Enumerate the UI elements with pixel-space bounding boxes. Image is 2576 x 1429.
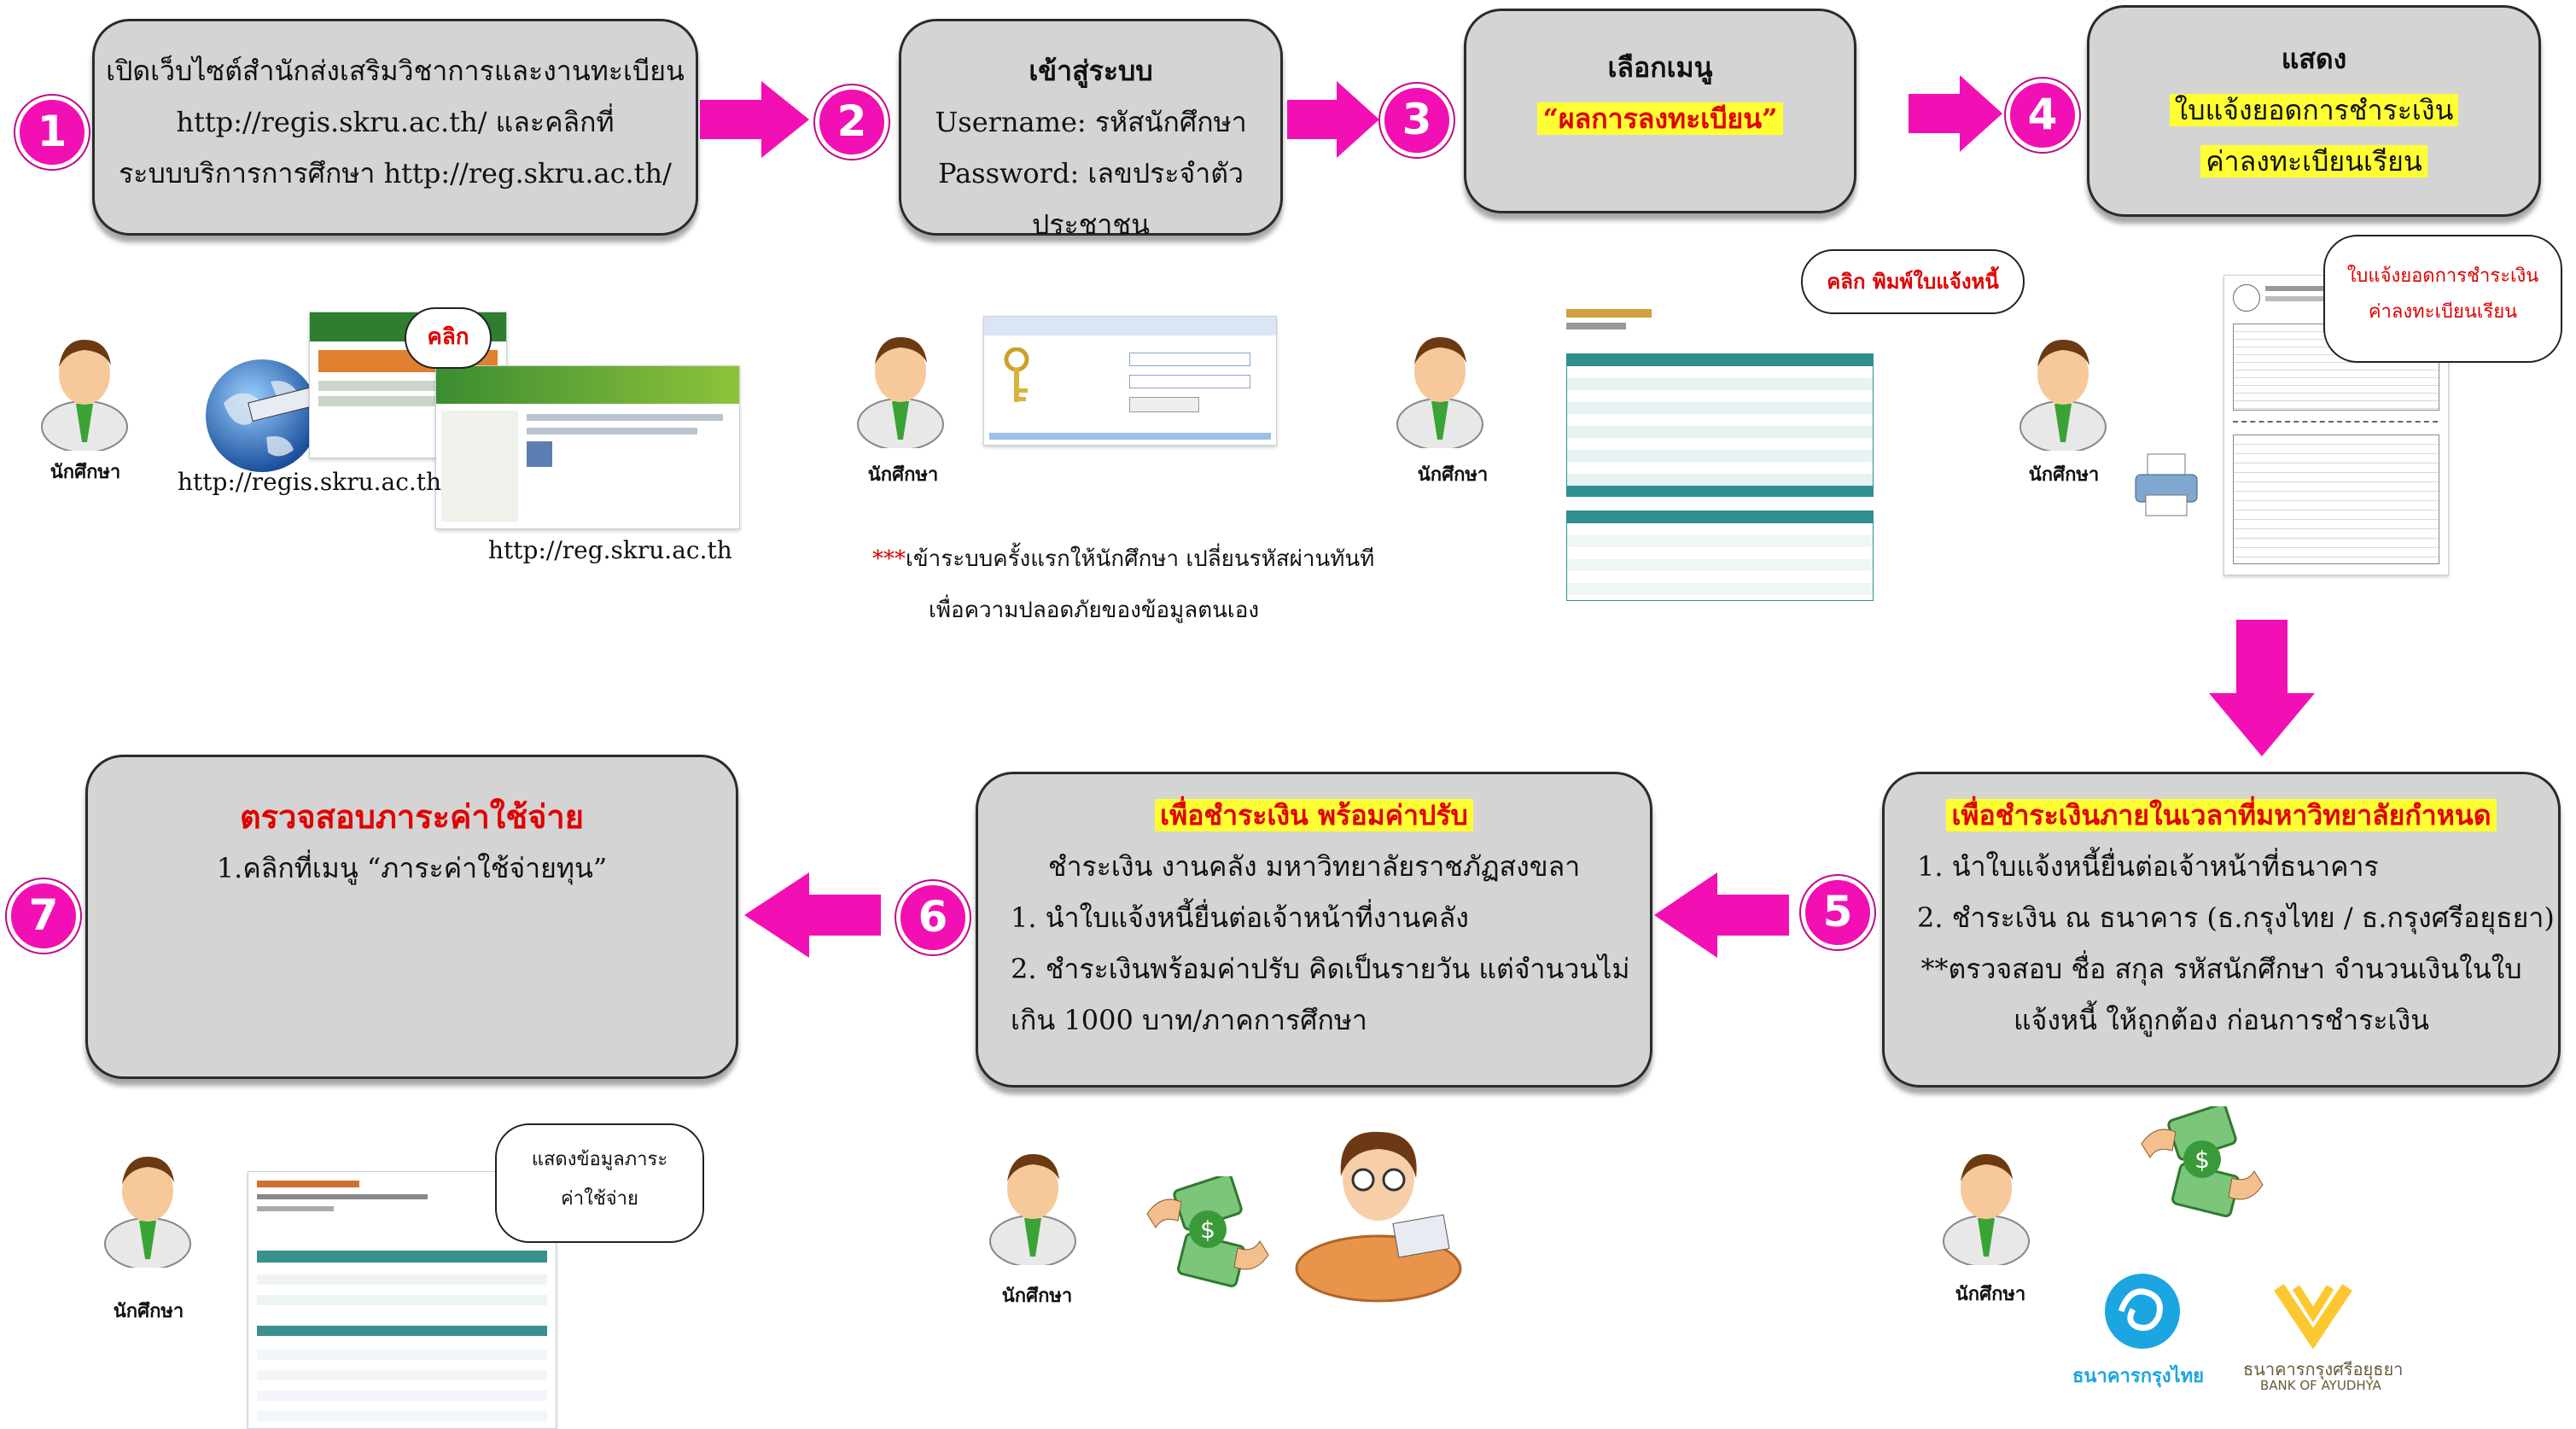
student-icon-7 xyxy=(104,1157,191,1268)
student-label-2: นักศึกษา xyxy=(867,464,939,486)
step4-highlight2: ค่าลงทะเบียนเรียน xyxy=(2200,145,2427,178)
step6-line1: ชำระเงิน งานคลัง มหาวิทยาลัยราชภัฏสงขลา xyxy=(1047,850,1581,883)
student-label-3: นักศึกษา xyxy=(1417,464,1489,486)
step2-number: 2 xyxy=(815,85,889,159)
student-icon-2 xyxy=(857,337,944,448)
step3-box: เลือกเมนู “ผลการลงทะเบียน” xyxy=(1464,9,1856,213)
regis-url-caption: http://regis.skru.ac.th xyxy=(178,468,442,496)
student-icon-5 xyxy=(1943,1154,2030,1265)
student-label-5: นักศึกษา xyxy=(1955,1283,2026,1305)
printer-icon xyxy=(2135,453,2198,516)
step4-box: แสดง ใบแจ้งยอดการชำระเงิน ค่าลงทะเบียนเร… xyxy=(2087,5,2541,217)
step1-line2: http://regis.skru.ac.th/ และคลิกที่ xyxy=(176,106,615,138)
student-icon-4 xyxy=(2019,340,2107,451)
student-icon-6 xyxy=(989,1154,1076,1265)
step6-number: 6 xyxy=(896,881,970,954)
step5-number: 5 xyxy=(1801,876,1874,949)
step6-line2: 1. นำใบแจ้งหนี้ยื่นต่อเจ้าหน้าที่งานคลัง xyxy=(1011,901,1469,934)
reg-url-caption: http://reg.skru.ac.th xyxy=(488,536,732,564)
arrow-4-to-5 xyxy=(2209,620,2315,756)
cashier-icon xyxy=(1295,1131,1462,1303)
step1-line1: เปิดเว็บไซต์สำนักส่งเสริมวิชาการและงานทะ… xyxy=(106,55,685,87)
arrow-1-to-2 xyxy=(700,81,809,158)
globe-icon xyxy=(206,359,320,472)
bay-name-en: BANK OF AYUDHYA xyxy=(2260,1378,2381,1393)
reg-website-screenshot xyxy=(435,365,740,529)
callout-print-invoice: คลิก พิมพ์ใบแจ้งหนี้ xyxy=(1801,249,2025,314)
step6-line3: 2. ชำระเงินพร้อมค่าปรับ คิดเป็นรายวัน แต… xyxy=(1011,953,1630,985)
bay-logo-icon xyxy=(2274,1284,2352,1350)
svg-text:$: $ xyxy=(2194,1146,2210,1174)
arrow-6-to-7 xyxy=(744,872,881,958)
callout-invoice-line1: ใบแจ้งยอดการชำระเงิน xyxy=(2346,265,2539,287)
arrow-2-to-3 xyxy=(1287,81,1379,158)
step5-highlight: เพื่อชำระเงินภายในเวลาที่มหาวิทยาลัยกำหน… xyxy=(1946,799,2497,831)
step5-box: เพื่อชำระเงินภายในเวลาที่มหาวิทยาลัยกำหน… xyxy=(1882,772,2561,1088)
step2-title: เข้าสู่ระบบ xyxy=(1029,55,1153,87)
step2-box: เข้าสู่ระบบ Username: รหัสนักศึกษา Passw… xyxy=(899,19,1283,241)
step2-password: Password: เลขประจำตัวประชาชน xyxy=(938,157,1244,241)
step7-line1: 1.คลิกที่เมนู “ภาระค่าใช้จ่ายทุน” xyxy=(216,852,608,884)
step4-highlight1: ใบแจ้งยอดการชำระเงิน xyxy=(2169,94,2459,126)
student-label-6: นักศึกษา xyxy=(1001,1285,1073,1307)
step6-highlight: เพื่อชำระเงิน พร้อมค่าปรับ xyxy=(1155,799,1473,831)
callout-invoice: ใบแจ้งยอดการชำระเงิน ค่าลงทะเบียนเรียน xyxy=(2323,235,2562,363)
step5-line4: แจ้งหนี้ ให้ถูกต้อง ก่อนการชำระเงิน xyxy=(2014,1004,2429,1036)
callout-invoice-line2: ค่าลงทะเบียนเรียน xyxy=(2368,301,2518,323)
step7-box: ตรวจสอบภาระค่าใช้จ่าย 1.คลิกที่เมนู “ภาร… xyxy=(85,755,738,1079)
step1-box: เปิดเว็บไซต์สำนักส่งเสริมวิชาการและงานทะ… xyxy=(92,19,698,236)
svg-text:$: $ xyxy=(1200,1216,1215,1244)
step3-highlight: “ผลการลงทะเบียน” xyxy=(1537,102,1783,135)
callout-expense-line2: ค่าใช้จ่าย xyxy=(561,1188,638,1210)
first-login-asterisks: *** xyxy=(872,546,906,572)
step4-number: 4 xyxy=(2006,79,2079,152)
step4-title: แสดง xyxy=(2281,43,2347,75)
step5-line2: 2. ชำระเงิน ณ ธนาคาร (ธ.กรุงไทย / ธ.กรุง… xyxy=(1917,901,2555,934)
first-login-text: เข้าระบบครั้งแรกให้นักศึกษา เปลี่ยนรหัสผ… xyxy=(906,546,1375,572)
student-icon-3 xyxy=(1396,337,1483,448)
key-icon xyxy=(1004,347,1029,402)
step7-title: ตรวจสอบภาระค่าใช้จ่าย xyxy=(239,797,584,836)
money-exchange-icon-6: $ xyxy=(1146,1176,1269,1287)
callout-click: คลิก xyxy=(405,307,492,369)
step5-line3: **ตรวจสอบ ชื่อ สกุล รหัสนักศึกษา จำนวนเง… xyxy=(1920,953,2522,985)
step6-line4: เกิน 1000 บาท/ภาคการศึกษา xyxy=(1011,1004,1367,1036)
first-login-note-line1: ***เข้าระบบครั้งแรกให้นักศึกษา เปลี่ยนรห… xyxy=(872,541,1374,576)
first-login-note-line2: เพื่อความปลอดภัยของข้อมูลตนเอง xyxy=(929,598,1260,623)
student-label-1: นักศึกษา xyxy=(50,461,121,483)
student-label-4: นักศึกษา xyxy=(2028,464,2100,486)
callout-click-text: คลิก xyxy=(427,324,469,350)
step6-box: เพื่อชำระเงิน พร้อมค่าปรับ ชำระเงิน งานค… xyxy=(976,772,1652,1088)
student-label-7: นักศึกษา xyxy=(113,1300,184,1322)
step1-number: 1 xyxy=(15,96,89,169)
bay-name-th: ธนาคารกรุงศรีอยุธยา xyxy=(2243,1359,2404,1379)
login-form-screenshot xyxy=(983,316,1277,446)
arrow-5-to-6 xyxy=(1654,872,1789,958)
step5-line1: 1. นำใบแจ้งหนี้ยื่นต่อเจ้าหน้าที่ธนาคาร xyxy=(1917,850,2379,883)
callout-expense: แสดงข้อมูลภาระ ค่าใช้จ่าย xyxy=(495,1123,704,1243)
student-icon-1 xyxy=(41,340,128,451)
ktb-name: ธนาคารกรุงไทย xyxy=(2072,1366,2205,1387)
step3-number: 3 xyxy=(1380,84,1454,157)
money-exchange-icon-5: $ xyxy=(2141,1106,2264,1217)
arrow-3-to-4 xyxy=(1909,75,2002,152)
callout-print-invoice-text: คลิก พิมพ์ใบแจ้งหนี้ xyxy=(1827,269,1999,294)
step3-title: เลือกเมนู xyxy=(1607,51,1713,84)
step7-number: 7 xyxy=(7,879,80,953)
callout-expense-line1: แสดงข้อมูลภาระ xyxy=(531,1149,668,1170)
step1-line3: ระบบบริการการศึกษา http://reg.skru.ac.th… xyxy=(119,157,672,190)
step2-username: Username: รหัสนักศึกษา xyxy=(935,106,1247,138)
ktb-logo-icon xyxy=(2105,1274,2180,1349)
registration-result-screenshot xyxy=(1566,309,1874,601)
